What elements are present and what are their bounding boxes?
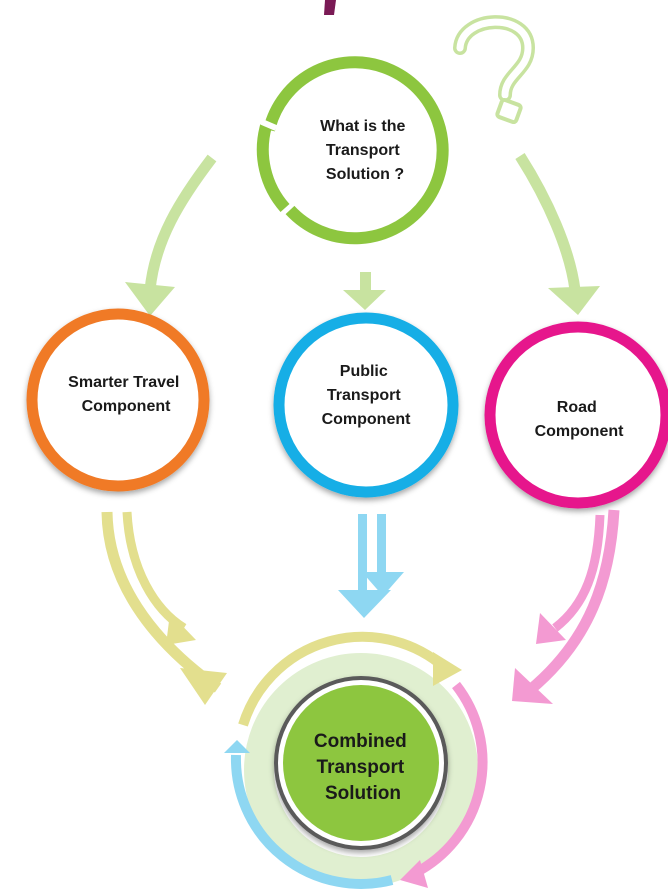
question-mark-icon bbox=[453, 15, 536, 125]
result-line-3: Solution bbox=[325, 783, 401, 804]
road-node: Road Component bbox=[484, 321, 668, 509]
arrow-to-smarter-travel bbox=[144, 154, 217, 291]
top-purple-fragment bbox=[324, 0, 336, 15]
result-cycle-arrow-yellow bbox=[238, 631, 449, 727]
result-node: Combined Transport Solution bbox=[224, 631, 488, 889]
road-text: Road Component bbox=[535, 399, 625, 440]
result-text: Combined Transport Solution bbox=[314, 731, 412, 804]
question-line-3: Solution ? bbox=[326, 166, 404, 183]
road-to-result-arrows bbox=[512, 509, 620, 704]
public-transport-line-1: Public bbox=[340, 363, 388, 380]
smarter-travel-text: Smarter Travel Component bbox=[68, 374, 184, 415]
smarter-travel-to-result-arrows bbox=[101, 511, 227, 705]
result-halo bbox=[244, 653, 478, 887]
smarter-travel-line-2: Component bbox=[82, 398, 172, 415]
public-transport-line-2: Transport bbox=[327, 387, 401, 404]
result-line-1: Combined bbox=[314, 731, 407, 752]
question-line-1: What is the bbox=[320, 118, 405, 135]
question-ring bbox=[263, 56, 449, 245]
result-core bbox=[283, 685, 439, 841]
question-node: What is the Transport Solution ? bbox=[256, 56, 449, 250]
arrow-to-road bbox=[515, 153, 581, 291]
public-transport-text: Public Transport Component bbox=[322, 363, 412, 428]
question-to-components-arrows bbox=[125, 153, 600, 316]
question-ring-segment bbox=[256, 124, 290, 212]
question-text: What is the Transport Solution ? bbox=[320, 118, 410, 183]
result-cycle-arrow-blue bbox=[230, 754, 394, 889]
public-transport-to-result-arrows bbox=[338, 514, 404, 618]
result-cycle-arrow-pink bbox=[412, 681, 488, 878]
arrow-to-public-transport bbox=[360, 272, 371, 290]
road-line-2: Component bbox=[535, 423, 625, 440]
question-line-2: Transport bbox=[326, 142, 400, 159]
public-transport-line-3: Component bbox=[322, 411, 412, 428]
smarter-travel-node: Smarter Travel Component bbox=[26, 308, 210, 492]
public-transport-node: Public Transport Component bbox=[273, 312, 459, 498]
road-line-1: Road bbox=[557, 399, 597, 416]
smarter-travel-line-1: Smarter Travel bbox=[68, 374, 179, 391]
result-line-2: Transport bbox=[317, 757, 405, 778]
